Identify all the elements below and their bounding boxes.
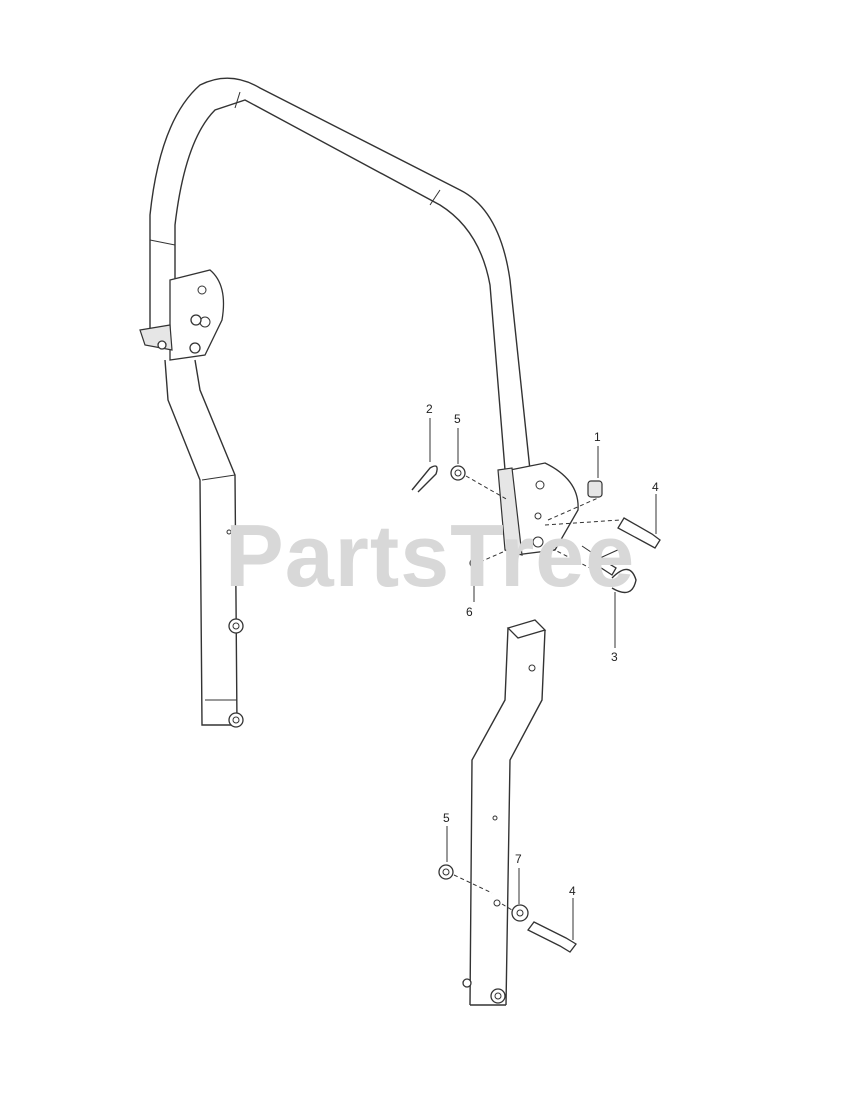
- roll-bar-hoop: [149, 77, 531, 471]
- clevis-pin-lower: [527, 921, 577, 953]
- leader-lines: [429, 418, 657, 940]
- left-pivot-bracket: [139, 269, 225, 361]
- clevis-pin-upper: [617, 517, 661, 549]
- callout-4: 4: [652, 480, 659, 494]
- spacer-bushing: [587, 480, 603, 498]
- callout-4-lower: 4: [569, 884, 576, 898]
- right-lower-upright: [462, 619, 547, 1006]
- callout-5: 5: [454, 412, 461, 426]
- flange-nut-lower: [438, 864, 454, 880]
- left-lower-upright: [164, 359, 244, 728]
- right-pivot-bracket: [497, 462, 579, 556]
- callout-7: 7: [515, 852, 522, 866]
- cotter-pin: [411, 465, 438, 493]
- callout-3: 3: [611, 650, 618, 664]
- flange-nut-upper: [450, 465, 466, 481]
- washer: [511, 904, 529, 922]
- callout-6: 6: [466, 605, 473, 619]
- small-nut: [469, 558, 479, 568]
- assembly-lines: [453, 475, 621, 911]
- lynch-pin: [581, 545, 637, 594]
- callout-2: 2: [426, 402, 433, 416]
- callout-1: 1: [594, 430, 601, 444]
- callout-5-lower: 5: [443, 811, 450, 825]
